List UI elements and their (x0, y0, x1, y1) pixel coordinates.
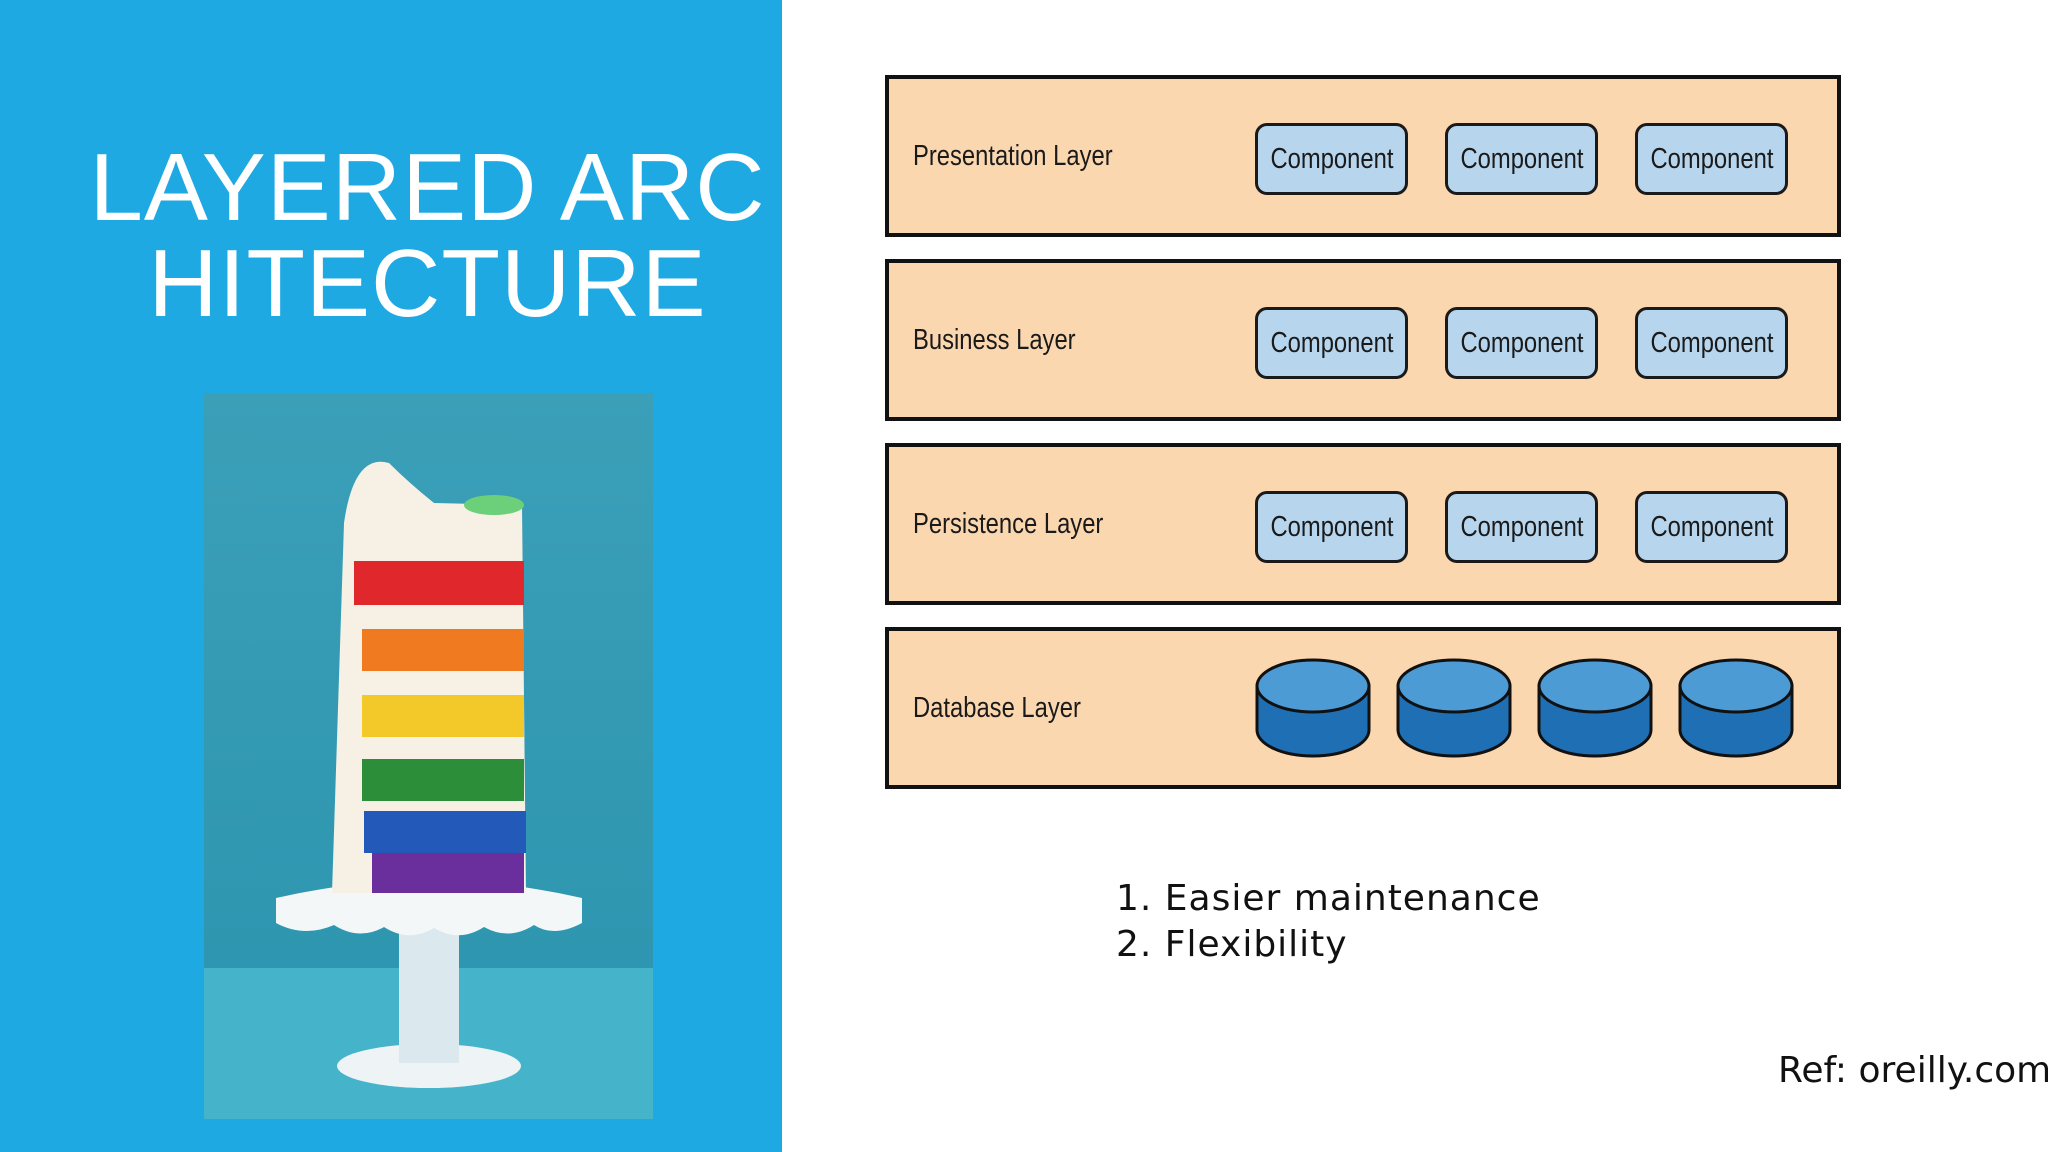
database-icon (1396, 658, 1512, 758)
database-icon (1255, 658, 1371, 758)
title-panel: LAYERED ARCHITECTURE (0, 0, 782, 1152)
component-box: Component (1445, 491, 1598, 563)
database-icon (1678, 658, 1794, 758)
persistence-layer: Persistence Layer Component Component Co… (885, 443, 1841, 605)
reference-text: Ref: oreilly.com (1778, 1050, 2048, 1091)
business-layer: Business Layer Component Component Compo… (885, 259, 1841, 421)
component-box: Component (1445, 307, 1598, 379)
component-box: Component (1255, 307, 1408, 379)
slide-title: LAYERED ARCHITECTURE (89, 134, 766, 337)
presentation-layer: Presentation Layer Component Component C… (885, 75, 1841, 237)
layered-cake-photo (204, 393, 653, 1119)
component-box: Component (1445, 123, 1598, 195)
layer-label: Business Layer (913, 323, 1076, 356)
layer-label: Database Layer (913, 691, 1081, 724)
component-box: Component (1255, 123, 1408, 195)
layer-label: Persistence Layer (913, 507, 1104, 540)
component-box: Component (1635, 307, 1788, 379)
database-icon (1537, 658, 1653, 758)
database-layer: Database Layer (885, 627, 1841, 789)
component-box: Component (1635, 123, 1788, 195)
benefit-item: 1. Easier maintenance (1116, 878, 1541, 919)
benefits-list: 1. Easier maintenance 2. Flexibility (1116, 876, 1541, 968)
layer-label: Presentation Layer (913, 139, 1113, 172)
component-box: Component (1635, 491, 1788, 563)
component-box: Component (1255, 491, 1408, 563)
benefit-item: 2. Flexibility (1116, 924, 1348, 965)
